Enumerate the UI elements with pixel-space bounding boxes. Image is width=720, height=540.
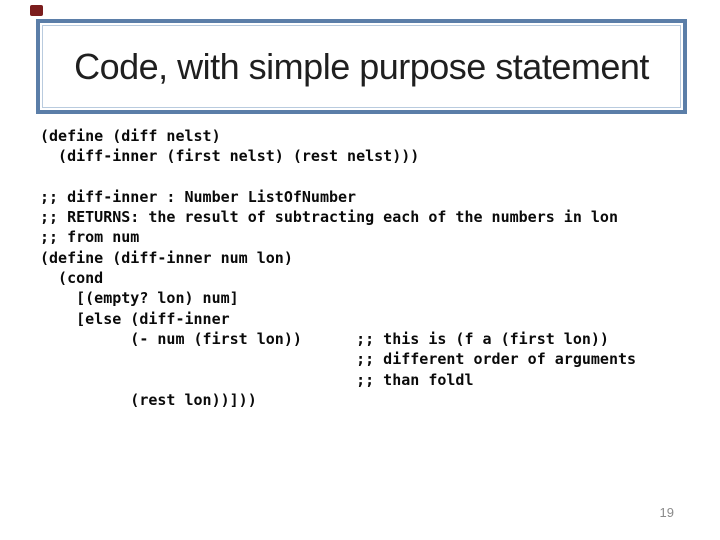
page-number: 19: [659, 505, 674, 520]
corner-mark-icon: [30, 5, 43, 16]
page-title: Code, with simple purpose statement: [74, 45, 649, 87]
title-box: Code, with simple purpose statement: [36, 19, 687, 114]
code-block: (define (diff nelst) (diff-inner (first …: [40, 127, 637, 409]
